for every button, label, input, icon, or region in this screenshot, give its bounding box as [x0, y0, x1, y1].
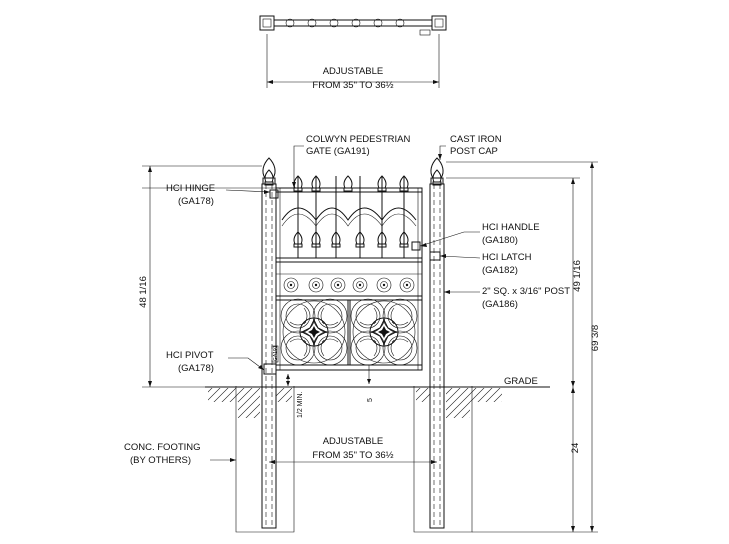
- elevation-dimension-text-2: FROM 35" TO 36½: [312, 450, 393, 461]
- footing-label-1: CONC. FOOTING: [124, 442, 201, 453]
- gate-panel: [275, 175, 423, 371]
- gate-tag-text: GA191: [273, 345, 279, 361]
- footing-depth-dimension: 24: [570, 443, 581, 454]
- handle: [411, 241, 421, 251]
- pivot: [263, 363, 277, 375]
- elevation-view: GA191 1/2 MIN. 5 48 1/16 49 1/16 69 3/8 …: [124, 134, 601, 533]
- plan-left-post: [259, 15, 275, 31]
- post-cap-label-1: CAST IRON: [450, 134, 502, 145]
- hinge: [269, 189, 279, 199]
- gate-label-2: GATE (GA191): [306, 146, 370, 157]
- pivot-label-1: HCI PIVOT: [166, 350, 214, 361]
- bottom-gap-dimension: 5: [367, 398, 374, 402]
- plan-right-post: [431, 15, 447, 31]
- elevation-dimension-text-1: ADJUSTABLE: [323, 436, 384, 447]
- overall-height-dimension: 69 3/8: [590, 325, 601, 351]
- post-cap-label-2: POST CAP: [450, 146, 498, 157]
- post-height-dimension: 49 1/16: [572, 260, 583, 292]
- plan-dimension-text-1: ADJUSTABLE: [323, 66, 384, 77]
- gate-height-dimension: 48 1/16: [138, 276, 149, 308]
- clearance-dimension: 1/2 MIN.: [297, 391, 304, 418]
- plan-view: ADJUSTABLE FROM 35" TO 36½: [259, 15, 447, 91]
- gate-tag: [271, 345, 279, 363]
- gate-label-1: COLWYN PEDESTRIAN: [306, 134, 410, 145]
- hinge-label-1: HCI HINGE: [166, 183, 215, 194]
- plan-dimension-text-2: FROM 35" TO 36½: [312, 80, 393, 91]
- latch: [429, 251, 441, 261]
- handle-label-2: (GA180): [482, 235, 518, 246]
- post-label-2: (GA186): [482, 299, 518, 310]
- latch-label-1: HCI LATCH: [482, 252, 532, 263]
- grade-label: GRADE: [504, 376, 538, 387]
- pivot-label-2: (GA178): [178, 363, 214, 374]
- right-post: [429, 169, 445, 529]
- hinge-label-2: (GA178): [178, 196, 214, 207]
- post-label-1: 2" SQ. x 3/16" POST: [482, 286, 570, 297]
- latch-label-2: (GA182): [482, 265, 518, 276]
- footing-label-2: (BY OTHERS): [130, 455, 191, 466]
- handle-label-1: HCI HANDLE: [482, 222, 540, 233]
